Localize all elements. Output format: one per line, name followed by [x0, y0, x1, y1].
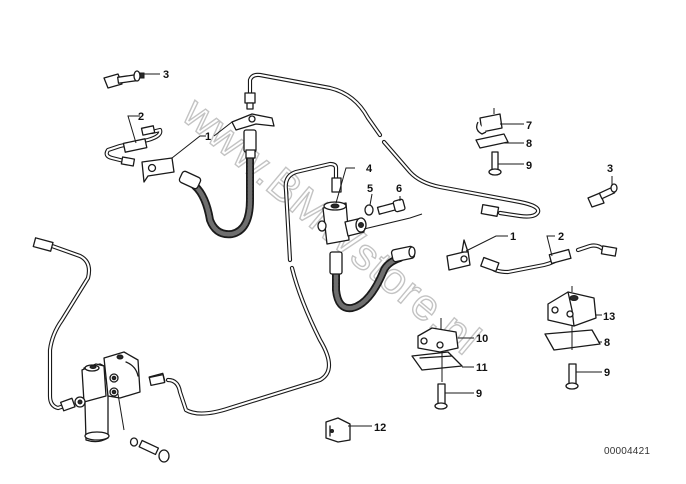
callout-8-right: 8	[604, 337, 610, 349]
callout-3-left: 3	[163, 69, 169, 81]
part-1-bracket-right	[446, 239, 471, 271]
hose-fitting	[329, 251, 343, 275]
callout-2-right: 2	[558, 231, 564, 243]
pipe-nut	[32, 237, 54, 252]
callout-12: 12	[374, 422, 386, 434]
callout-6: 6	[396, 183, 402, 195]
brake-pipe-left	[32, 237, 92, 412]
brake-pipe-center	[148, 161, 342, 416]
brake-hose-center	[329, 245, 416, 313]
part-9-screw-right	[565, 363, 579, 390]
part-9-screw-center	[434, 352, 448, 410]
diagram-id: 00004421	[604, 446, 651, 457]
part-3-bleed-screw-left	[103, 70, 145, 89]
callout-1-left: 1	[205, 131, 211, 143]
callout-1-right: 1	[510, 231, 516, 243]
pipe-nut	[60, 397, 76, 412]
hose-fitting	[178, 170, 202, 190]
part-12-grommet	[325, 417, 351, 443]
callout-4: 4	[366, 163, 373, 175]
brake-pipe-upper	[244, 72, 541, 219]
part-2-brake-pipe-right	[480, 243, 618, 275]
part-5-sealing-washer	[364, 204, 374, 216]
brake-pressure-regulator	[74, 351, 141, 443]
callout-9-top: 9	[526, 160, 532, 172]
callout-7: 7	[526, 120, 532, 132]
callout-8-top: 8	[526, 138, 532, 150]
callout-9-right: 9	[604, 367, 610, 379]
callout-13: 13	[603, 311, 615, 323]
part-6-hollow-bolt	[376, 198, 406, 215]
part-4-t-piece	[317, 201, 367, 245]
callout-5: 5	[367, 183, 373, 195]
part-11-clamp-plate	[411, 351, 463, 371]
part-1-bracket-upper	[231, 113, 275, 131]
pipe-nut	[480, 204, 500, 217]
callout-10: 10	[476, 333, 488, 345]
callout-9-center: 9	[476, 388, 482, 400]
callout-11: 11	[476, 362, 488, 374]
brake-hose-left	[178, 129, 257, 239]
regulator-bolt	[117, 393, 170, 463]
part-7-pipe-clip	[476, 108, 503, 135]
part-9-screw-top	[488, 151, 502, 176]
hose-fitting	[243, 129, 257, 153]
part-1-bracket-lower	[141, 157, 175, 183]
part-8-clamp-plate-top	[475, 133, 509, 149]
callout-3-right: 3	[607, 163, 613, 175]
part-10-pipe-clip	[417, 318, 459, 353]
part-2-brake-pipe-left	[104, 125, 163, 167]
part-3-bleed-screw-right	[587, 183, 618, 208]
callout-2-left: 2	[138, 111, 144, 123]
regulator-outlet-fitting	[148, 373, 166, 387]
pipe-nut	[244, 92, 256, 104]
part-13-double-pipe-clip	[547, 286, 597, 327]
